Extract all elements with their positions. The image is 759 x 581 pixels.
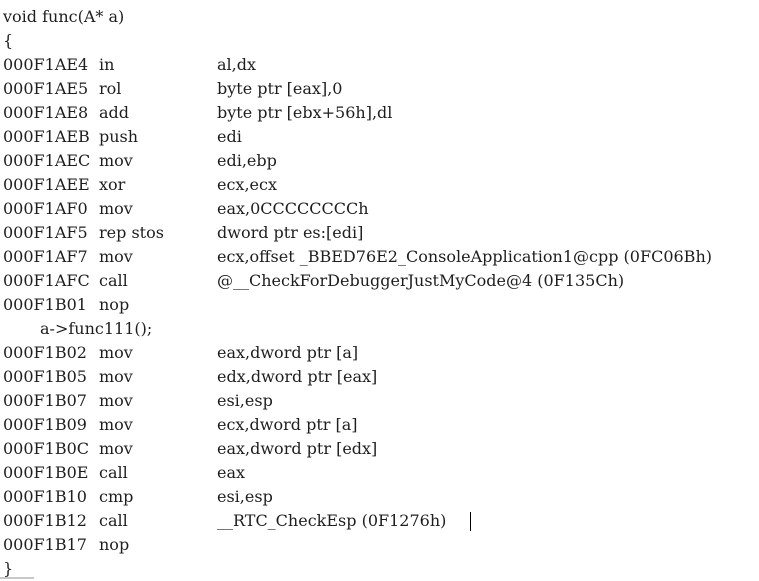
instruction-mnemonic: mov	[99, 367, 133, 386]
source-text: void func(A* a)	[3, 7, 125, 26]
asm-line[interactable]: 000F1AF5 rep stos dword ptr es:[edi]	[0, 221, 759, 245]
instruction-address: 000F1B05	[3, 367, 87, 386]
asm-line[interactable]: 000F1B10 cmp esi,esp	[0, 485, 759, 509]
instruction-address: 000F1AFC	[3, 271, 90, 290]
instruction-operands: dword ptr es:[edi]	[217, 223, 364, 242]
instruction-mnemonic: mov	[99, 439, 133, 458]
instruction-mnemonic: nop	[99, 295, 130, 314]
instruction-address: 000F1B02	[3, 343, 87, 362]
asm-line[interactable]: 000F1AEB push edi	[0, 125, 759, 149]
instruction-operands: al,dx	[217, 55, 257, 74]
disassembly-view[interactable]: void func(A* a) {000F1AE4 in al,dx 000F1AE5 r…	[0, 5, 759, 581]
asm-line[interactable]: 000F1B09 mov ecx,dword ptr [a]	[0, 413, 759, 437]
instruction-operands: esi,esp	[217, 487, 273, 506]
instruction-mnemonic: rep stos	[99, 223, 164, 242]
instruction-address: 000F1AE4	[3, 55, 89, 74]
text-caret	[470, 512, 471, 531]
instruction-address: 000F1B12	[3, 511, 87, 530]
source-line[interactable]: }	[0, 557, 759, 581]
instruction-operands: edi,ebp	[217, 151, 277, 170]
instruction-address: 000F1AF7	[3, 247, 88, 266]
instruction-mnemonic: call	[99, 511, 128, 530]
instruction-mnemonic: push	[99, 127, 139, 146]
instruction-mnemonic: cmp	[99, 487, 134, 506]
instruction-mnemonic: mov	[99, 199, 133, 218]
instruction-operands: eax,0CCCCCCCCh	[217, 199, 369, 218]
instruction-operands: eax	[217, 463, 246, 482]
instruction-operands: ecx,dword ptr [a]	[217, 415, 358, 434]
source-text: a->func111();	[40, 319, 153, 338]
instruction-operands: @__CheckForDebuggerJustMyCode@4 (0F135Ch…	[217, 271, 625, 290]
asm-line[interactable]: 000F1AEE xor ecx,ecx	[0, 173, 759, 197]
instruction-operands: byte ptr [ebx+56h],dl	[217, 103, 393, 122]
asm-line[interactable]: 000F1AE8 add byte ptr [ebx+56h],dl	[0, 101, 759, 125]
instruction-mnemonic: mov	[99, 151, 133, 170]
source-text: {	[3, 31, 14, 50]
source-line[interactable]: {	[0, 29, 759, 53]
instruction-operands: eax,dword ptr [edx]	[217, 439, 378, 458]
asm-line[interactable]: 000F1B17 nop	[0, 533, 759, 557]
asm-line[interactable]: 000F1B12 call __RTC_CheckEsp (0F1276h)	[0, 509, 759, 533]
instruction-address: 000F1AE5	[3, 79, 89, 98]
instruction-mnemonic: in	[99, 55, 115, 74]
source-line[interactable]: a->func111();	[0, 317, 759, 341]
instruction-operands: byte ptr [eax],0	[217, 79, 343, 98]
asm-line[interactable]: 000F1B01 nop	[0, 293, 759, 317]
asm-line[interactable]: 000F1B0C mov eax,dword ptr [edx]	[0, 437, 759, 461]
instruction-address: 000F1B01	[3, 295, 87, 314]
instruction-mnemonic: add	[99, 103, 130, 122]
asm-line[interactable]: 000F1AFC call @__CheckForDebuggerJustMyCod…	[0, 269, 759, 293]
instruction-address: 000F1AEC	[3, 151, 91, 170]
instruction-mnemonic: mov	[99, 343, 133, 362]
instruction-address: 000F1B10	[3, 487, 87, 506]
asm-line[interactable]: 000F1B05 mov edx,dword ptr [eax]	[0, 365, 759, 389]
instruction-operands: ecx,offset _BBED76E2_ConsoleApplication1…	[217, 247, 712, 266]
asm-line[interactable]: 000F1AF0 mov eax,0CCCCCCCCh	[0, 197, 759, 221]
instruction-address: 000F1B07	[3, 391, 87, 410]
instruction-operands: edx,dword ptr [eax]	[217, 367, 378, 386]
instruction-address: 000F1B0C	[3, 439, 89, 458]
asm-line[interactable]: 000F1B0E call eax	[0, 461, 759, 485]
instruction-mnemonic: xor	[99, 175, 126, 194]
instruction-address: 000F1AEE	[3, 175, 90, 194]
asm-line[interactable]: 000F1AF7 mov ecx,offset _BBED76E2_ConsoleA…	[0, 245, 759, 269]
instruction-address: 000F1AEB	[3, 127, 90, 146]
asm-line[interactable]: 000F1AE5 rol byte ptr [eax],0	[0, 77, 759, 101]
instruction-address: 000F1B0E	[3, 463, 89, 482]
instruction-operands: esi,esp	[217, 391, 273, 410]
instruction-address: 000F1AF5	[3, 223, 88, 242]
instruction-address: 000F1B09	[3, 415, 87, 434]
instruction-address: 000F1AE8	[3, 103, 89, 122]
instruction-address: 000F1AF0	[3, 199, 88, 218]
asm-line[interactable]: 000F1AE4 in al,dx	[0, 53, 759, 77]
instruction-mnemonic: call	[99, 271, 128, 290]
instruction-mnemonic: rol	[99, 79, 122, 98]
instruction-mnemonic: mov	[99, 247, 133, 266]
instruction-operands: edi	[217, 127, 242, 146]
instruction-address: 000F1B17	[3, 535, 87, 554]
instruction-mnemonic: mov	[99, 391, 133, 410]
instruction-operands: __RTC_CheckEsp (0F1276h)	[217, 511, 447, 530]
asm-line[interactable]: 000F1AEC mov edi,ebp	[0, 149, 759, 173]
horizontal-scrollbar[interactable]	[0, 577, 34, 579]
instruction-mnemonic: mov	[99, 415, 133, 434]
instruction-operands: eax,dword ptr [a]	[217, 343, 359, 362]
source-line[interactable]: void func(A* a)	[0, 5, 759, 29]
asm-line[interactable]: 000F1B02 mov eax,dword ptr [a]	[0, 341, 759, 365]
instruction-operands: ecx,ecx	[217, 175, 277, 194]
instruction-mnemonic: call	[99, 463, 128, 482]
asm-line[interactable]: 000F1B07 mov esi,esp	[0, 389, 759, 413]
instruction-mnemonic: nop	[99, 535, 130, 554]
source-text: }	[3, 559, 14, 578]
